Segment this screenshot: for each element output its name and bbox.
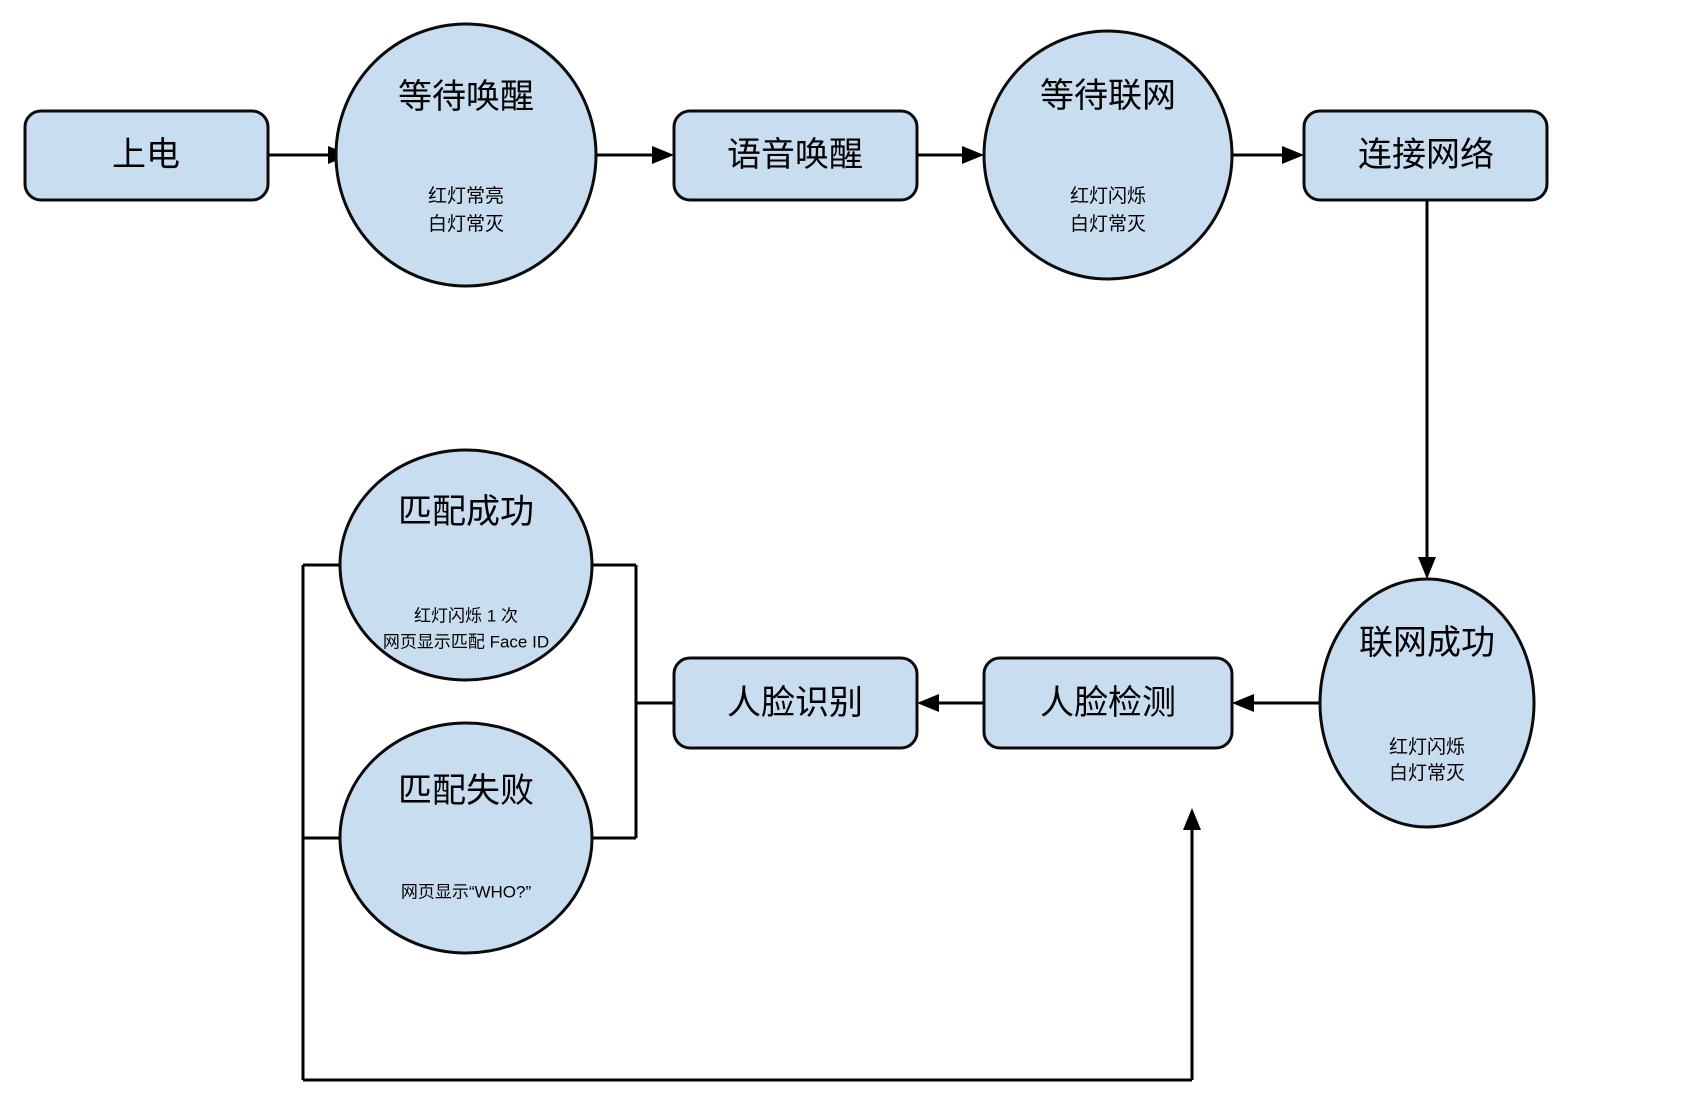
node-network-success-sub-2: 白灯常灭 <box>1389 762 1465 784</box>
node-network-success-label: 联网成功 <box>1359 624 1495 662</box>
edge-connect-network-to-network-success <box>1418 200 1436 579</box>
node-match-success-sub-1: 红灯闪烁 1 次 <box>414 606 518 625</box>
edge-face-detect-to-face-recognize <box>917 694 984 712</box>
node-face-detect-label: 人脸检测 <box>1040 684 1176 722</box>
node-wait-network-sub-2: 白灯常灭 <box>1070 213 1146 235</box>
node-wait-network[interactable]: 等待联网 红灯闪烁 白灯常灭 <box>982 29 1234 281</box>
node-wait-wakeup[interactable]: 等待唤醒 红灯常亮 白灯常灭 <box>334 22 598 288</box>
node-connect-network-shape[interactable] <box>1302 109 1549 202</box>
arrow-head-icon <box>1282 146 1304 164</box>
node-voice-wakeup[interactable]: 语音唤醒 <box>672 109 919 202</box>
arrow-head-icon <box>1232 694 1254 712</box>
node-face-detect[interactable]: 人脸检测 <box>982 656 1234 750</box>
node-power-on[interactable]: 上电 <box>23 109 270 202</box>
node-wait-wakeup-sub-1: 红灯常亮 <box>428 185 504 207</box>
node-wait-wakeup-sub-2: 白灯常灭 <box>428 213 504 235</box>
node-power-on-shape[interactable] <box>23 109 270 202</box>
node-face-recognize-shape[interactable] <box>672 656 919 750</box>
arrow-head-icon <box>1183 808 1201 830</box>
node-wait-network-label: 等待联网 <box>1040 77 1176 115</box>
arrow-head-icon <box>652 146 674 164</box>
node-voice-wakeup-label: 语音唤醒 <box>727 136 863 174</box>
edge-network-success-to-face-detect <box>1232 694 1320 712</box>
node-power-on-label: 上电 <box>112 136 180 174</box>
node-voice-wakeup-shape[interactable] <box>672 109 919 202</box>
arrow-head-icon <box>1418 557 1436 579</box>
node-match-success-shape[interactable] <box>338 448 594 682</box>
arrow-head-icon <box>962 146 984 164</box>
edge-wait-network-to-connect-network <box>1232 146 1304 164</box>
node-connect-network-label: 连接网络 <box>1358 136 1494 174</box>
node-wait-network-shape[interactable] <box>982 29 1234 281</box>
node-wait-network-sub-1: 红灯闪烁 <box>1070 185 1146 207</box>
edge-match-fail-to-face-detect <box>303 808 1201 1082</box>
node-match-success-label: 匹配成功 <box>398 493 534 531</box>
node-face-recognize[interactable]: 人脸识别 <box>672 656 919 750</box>
arrow-head-icon <box>917 694 939 712</box>
edge-wait-wakeup-to-voice-wakeup <box>596 146 674 164</box>
node-face-recognize-label: 人脸识别 <box>727 684 863 722</box>
node-match-fail-label: 匹配失败 <box>398 772 534 810</box>
node-match-fail[interactable]: 匹配失败 网页显示“WHO?” <box>338 721 594 955</box>
node-match-fail-sub-1: 网页显示“WHO?” <box>401 882 532 901</box>
node-match-success-sub-2: 网页显示匹配 Face ID <box>383 632 549 651</box>
node-network-success-sub-1: 红灯闪烁 <box>1389 736 1465 758</box>
edge-voice-wakeup-to-wait-network <box>917 146 984 164</box>
node-network-success[interactable]: 联网成功 红灯闪烁 白灯常灭 <box>1318 577 1536 829</box>
node-match-success[interactable]: 匹配成功 红灯闪烁 1 次 网页显示匹配 Face ID <box>338 448 594 682</box>
node-match-fail-shape[interactable] <box>338 721 594 955</box>
node-wait-wakeup-label: 等待唤醒 <box>398 78 534 116</box>
node-network-success-shape[interactable] <box>1318 577 1536 829</box>
node-connect-network[interactable]: 连接网络 <box>1302 109 1549 202</box>
node-face-detect-shape[interactable] <box>982 656 1234 750</box>
node-wait-wakeup-shape[interactable] <box>334 22 598 288</box>
